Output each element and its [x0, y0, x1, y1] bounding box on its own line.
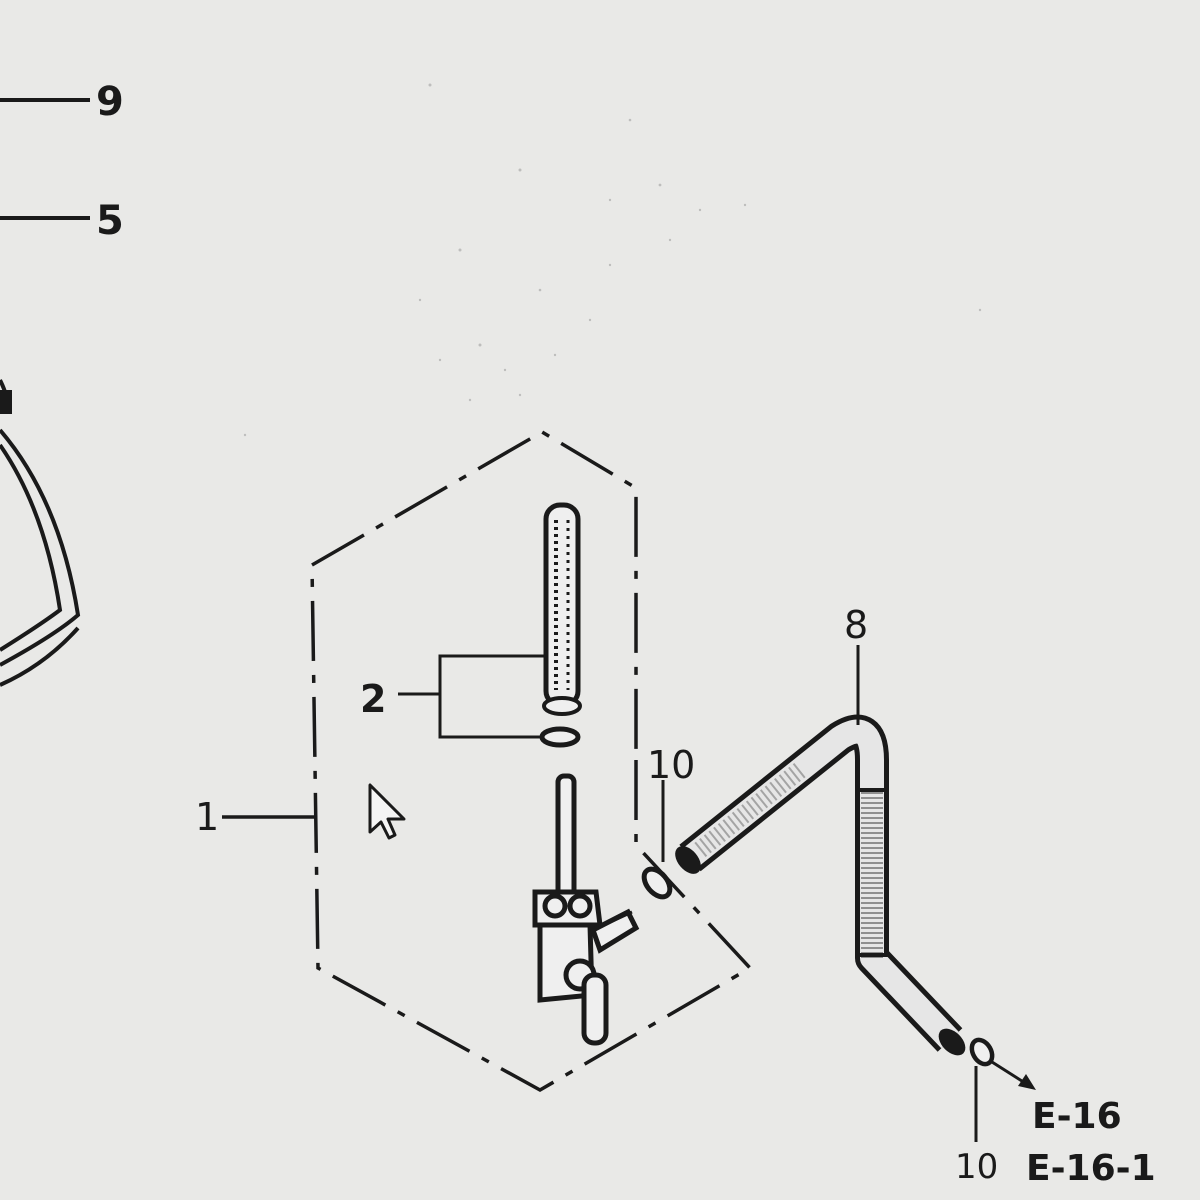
callout-8: 8 [844, 603, 868, 647]
o-ring [539, 726, 581, 748]
callout-1: 1 [195, 795, 219, 839]
callout-10-lower: 10 [955, 1147, 998, 1187]
fuel-valve [532, 773, 640, 1046]
fuel-hose [675, 714, 966, 1056]
reference-arrow [991, 1060, 1036, 1090]
mouse-cursor-icon [368, 783, 406, 840]
fuel-strainer [542, 502, 582, 716]
paper-speckle [243, 83, 982, 437]
kit-boundary-dashed [310, 429, 753, 1093]
hose-clip-upper [641, 780, 673, 900]
reference-e16-1: E-16-1 [1026, 1148, 1156, 1189]
callout-9: 9 [96, 79, 124, 125]
tank-edge-partial [0, 379, 81, 687]
hose-clip-lower [969, 1037, 995, 1142]
callout-10-upper: 10 [647, 743, 695, 787]
leader-bracket-2 [398, 654, 548, 739]
reference-e16: E-16 [1032, 1096, 1122, 1137]
callout-5: 5 [96, 198, 124, 244]
callout-2: 2 [360, 677, 386, 721]
